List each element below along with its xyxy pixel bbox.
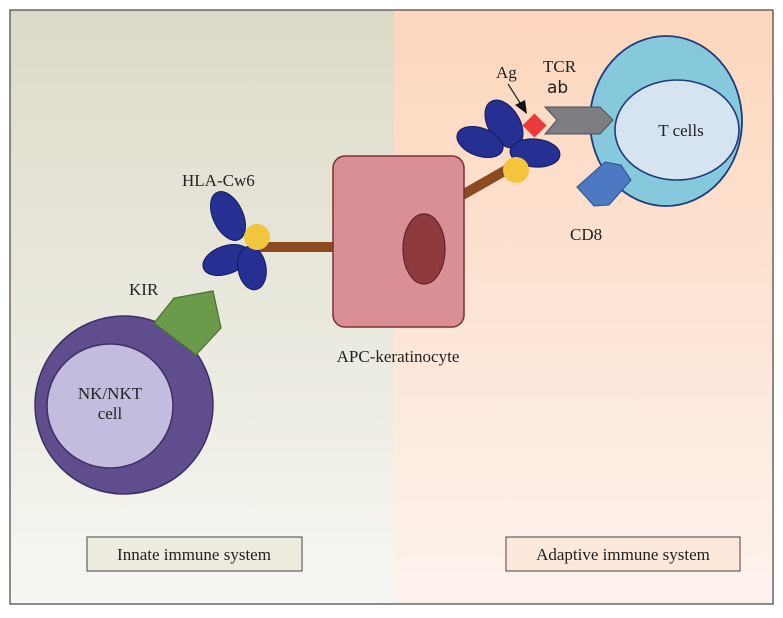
apc-cell — [332, 155, 465, 328]
adaptive-label: Adaptive immune system — [536, 545, 710, 564]
ag-label: Ag — [496, 63, 517, 82]
apc-label: APC-keratinocyte — [337, 347, 460, 366]
innate-label-box — [86, 536, 303, 572]
nk-cell-label-line1: NK/NKT — [78, 384, 143, 403]
t-cells-label: T cells — [658, 121, 703, 140]
tcr-label: TCR — [543, 57, 577, 76]
t-cell-inner — [614, 79, 740, 181]
tcr-receptor — [543, 106, 614, 135]
antigen-pointer-line — [507, 83, 523, 107]
kir-label: KIR — [129, 280, 159, 299]
hla-molecule-left — [202, 191, 270, 291]
antigen-pointer-head — [515, 100, 527, 114]
innate-label: Innate immune system — [117, 545, 271, 564]
apc-nucleus — [402, 213, 446, 285]
nk-cell-label-line2: cell — [98, 404, 123, 423]
hla-molecule-right — [456, 99, 561, 183]
cd8-label: CD8 — [570, 225, 602, 244]
frame — [9, 9, 774, 605]
adaptive-label-box — [505, 536, 741, 572]
hla-label: HLA-Cw6 — [182, 171, 255, 190]
nk-cell-inner — [46, 343, 174, 469]
cd8-receptor — [576, 161, 632, 207]
tcr-sub-label: ab — [547, 78, 568, 98]
kir-receptor — [153, 290, 222, 356]
